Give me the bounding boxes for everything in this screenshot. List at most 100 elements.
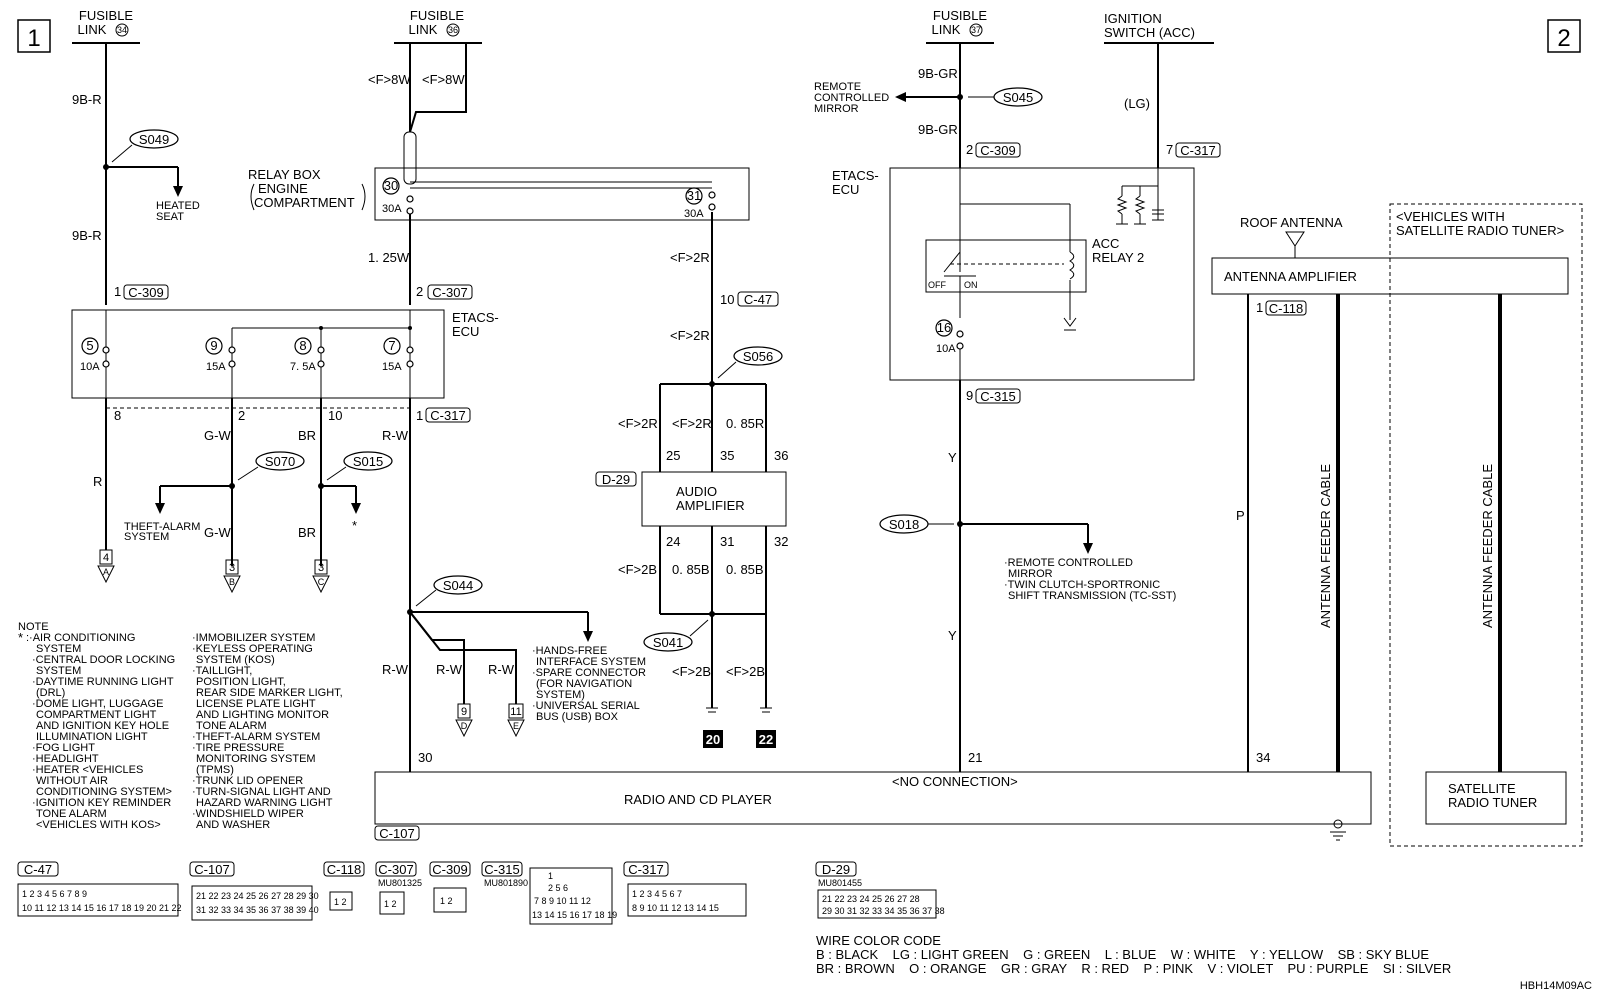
- svg-text:*: *: [18, 630, 23, 645]
- splice-s015: S015: [353, 454, 383, 469]
- svg-text:ON: ON: [964, 280, 978, 290]
- svg-text:COMPARTMENT: COMPARTMENT: [254, 195, 355, 210]
- theft-alarm-label: THEFT-ALARM: [124, 521, 200, 533]
- svg-text:8 9 10 11 12 13 14 15: 8 9 10 11 12 13 14 15: [632, 903, 719, 913]
- svg-text:·IGNITION KEY REMINDER: ·IGNITION KEY REMINDER: [32, 797, 171, 809]
- svg-text:·FOG LIGHT: ·FOG LIGHT: [32, 742, 95, 754]
- svg-text:ECU: ECU: [832, 182, 859, 197]
- svg-text:·DOME LIGHT, LUGGAGE: ·DOME LIGHT, LUGGAGE: [32, 698, 163, 710]
- offpage-e: 11: [510, 706, 521, 718]
- offpage-c: 3: [318, 562, 324, 574]
- svg-text:·DAYTIME RUNNING LIGHT: ·DAYTIME RUNNING LIGHT: [32, 676, 174, 688]
- svg-text:36: 36: [774, 448, 788, 463]
- svg-text:AUDIO: AUDIO: [676, 484, 717, 499]
- svg-text:HAZARD WARNING LIGHT: HAZARD WARNING LIGHT: [196, 797, 333, 809]
- svg-text:30A: 30A: [684, 208, 704, 220]
- svg-text:C-107: C-107: [194, 862, 229, 877]
- diagram-code: HBH14M09AC: [1520, 980, 1592, 992]
- svg-text:RELAY 2: RELAY 2: [1092, 250, 1144, 265]
- etacs-ecu-left: [71, 309, 445, 399]
- satellite-region: [1389, 203, 1583, 847]
- svg-text:37: 37: [971, 25, 981, 35]
- ground-20: 20: [706, 732, 720, 747]
- svg-text:BUS (USB) BOX: BUS (USB) BOX: [536, 711, 619, 723]
- svg-text:AMPLIFIER: AMPLIFIER: [676, 498, 745, 513]
- svg-text:BR: BR: [298, 428, 316, 443]
- svg-text:B: B: [229, 577, 235, 587]
- svg-text:15A: 15A: [382, 361, 402, 373]
- connector-view-c107: C-107 21 22 23 24 25 26 27 28 29 30 31 3…: [189, 861, 319, 921]
- connector-view-d29: D-29 MU801455 21 22 23 24 25 26 27 28 29…: [815, 861, 945, 919]
- svg-text:WITHOUT AIR: WITHOUT AIR: [36, 775, 108, 787]
- svg-text:(TPMS): (TPMS): [196, 764, 234, 776]
- svg-text:LICENSE PLATE LIGHT: LICENSE PLATE LIGHT: [196, 698, 316, 710]
- splice-s045: S045: [1003, 90, 1033, 105]
- fusible-link-37: FUSIBLE LINK 37: [926, 8, 994, 44]
- connector-c107: C-107: [379, 826, 414, 841]
- svg-text:RADIO TUNER: RADIO TUNER: [1448, 795, 1537, 810]
- svg-text:10A: 10A: [936, 343, 956, 355]
- svg-text:ENGINE: ENGINE: [258, 181, 308, 196]
- svg-text:9B-GR: 9B-GR: [918, 122, 958, 137]
- svg-text:E: E: [513, 721, 519, 731]
- svg-text:13 14 15 16 17 18 19: 13 14 15 16 17 18 19: [532, 910, 617, 920]
- ground-22: 22: [759, 732, 773, 747]
- svg-text:·TIRE PRESSURE: ·TIRE PRESSURE: [192, 742, 284, 754]
- svg-text:ILLUMINATION LIGHT: ILLUMINATION LIGHT: [36, 731, 148, 743]
- offpage-a: 4: [103, 552, 109, 564]
- svg-text:SYSTEM: SYSTEM: [36, 643, 81, 655]
- fuse-8: 8: [299, 338, 306, 353]
- svg-text:7 8 9 10 11 12: 7 8 9 10 11 12: [534, 896, 591, 906]
- svg-text:MU801890: MU801890: [484, 878, 528, 888]
- svg-text:·SPARE CONNECTOR: ·SPARE CONNECTOR: [532, 667, 646, 679]
- radio-cd-player: [374, 771, 1372, 825]
- page-number-left: 1: [27, 25, 40, 52]
- svg-text:<F>8W: <F>8W: [368, 72, 411, 87]
- svg-text:<F>2R: <F>2R: [672, 416, 712, 431]
- svg-text:D-29: D-29: [822, 862, 850, 877]
- svg-text::·AIR CONDITIONING: :·AIR CONDITIONING: [26, 632, 135, 644]
- svg-text:2: 2: [238, 408, 245, 423]
- svg-text:<F>8W: <F>8W: [422, 72, 465, 87]
- svg-text:29 30 31 32 33 34 35 36 37 38: 29 30 31 32 33 34 35 36 37 38: [822, 906, 945, 916]
- svg-text:2 5 6: 2 5 6: [548, 883, 568, 893]
- svg-text:<F>2R: <F>2R: [618, 416, 658, 431]
- svg-text:·KEYLESS OPERATING: ·KEYLESS OPERATING: [192, 643, 313, 655]
- fuse-31: 31: [687, 188, 701, 203]
- svg-text:SATELLITE RADIO TUNER>: SATELLITE RADIO TUNER>: [1396, 223, 1564, 238]
- svg-text:MONITORING SYSTEM: MONITORING SYSTEM: [196, 753, 316, 765]
- svg-text:10: 10: [720, 292, 734, 307]
- svg-text:1 2 3 4 5 6 7: 1 2 3 4 5 6 7: [632, 889, 682, 899]
- svg-text:31 32 33 34 35 36 37 38 39 40: 31 32 33 34 35 36 37 38 39 40: [196, 905, 319, 915]
- svg-text:34: 34: [1256, 750, 1270, 765]
- svg-text:ETACS-: ETACS-: [832, 168, 879, 183]
- svg-text:·THEFT-ALARM SYSTEM: ·THEFT-ALARM SYSTEM: [192, 731, 320, 743]
- svg-text:G-W: G-W: [204, 525, 231, 540]
- svg-text:10 11 12 13 14 15 16 17 18 19: 10 11 12 13 14 15 16 17 18 19 20 21 22: [22, 903, 181, 913]
- svg-text:LINK: LINK: [78, 22, 107, 37]
- svg-text:R-W: R-W: [382, 662, 409, 677]
- fusible-link-34: FUSIBLE LINK 34: [72, 8, 140, 44]
- svg-text:*: *: [352, 518, 357, 533]
- svg-text:·TAILLIGHT,: ·TAILLIGHT,: [192, 665, 252, 677]
- svg-text:9B-R: 9B-R: [72, 228, 102, 243]
- svg-text:NOTE: NOTE: [18, 621, 49, 633]
- etacs-ecu-right: [889, 167, 1195, 381]
- svg-text:·HANDS-FREE: ·HANDS-FREE: [532, 645, 607, 657]
- svg-text:(FOR NAVIGATION: (FOR NAVIGATION: [536, 678, 632, 690]
- svg-text:·REMOTE CONTROLLED: ·REMOTE CONTROLLED: [1004, 557, 1133, 569]
- svg-text:SATELLITE: SATELLITE: [1448, 781, 1516, 796]
- connector-d29: D-29: [602, 472, 630, 487]
- svg-text:·CENTRAL DOOR LOCKING: ·CENTRAL DOOR LOCKING: [32, 654, 175, 666]
- svg-text:OFF: OFF: [928, 280, 946, 290]
- connector-view-c118: C-118 1 2: [323, 861, 365, 911]
- svg-text:15A: 15A: [206, 361, 226, 373]
- svg-text:·UNIVERSAL SERIAL: ·UNIVERSAL SERIAL: [532, 700, 640, 712]
- svg-text:R: R: [93, 474, 102, 489]
- offpage-d: 9: [461, 706, 467, 718]
- connector-c309-right: C-309: [980, 143, 1015, 158]
- svg-text:·WINDSHIELD WIPER: ·WINDSHIELD WIPER: [192, 808, 304, 820]
- svg-text:SYSTEM: SYSTEM: [36, 665, 81, 677]
- svg-text:(LG): (LG): [1124, 96, 1150, 111]
- svg-text:B : BLACK LG : LIGHT GREEN: B : BLACK LG : LIGHT GREEN G : GREEN L :…: [816, 947, 1429, 962]
